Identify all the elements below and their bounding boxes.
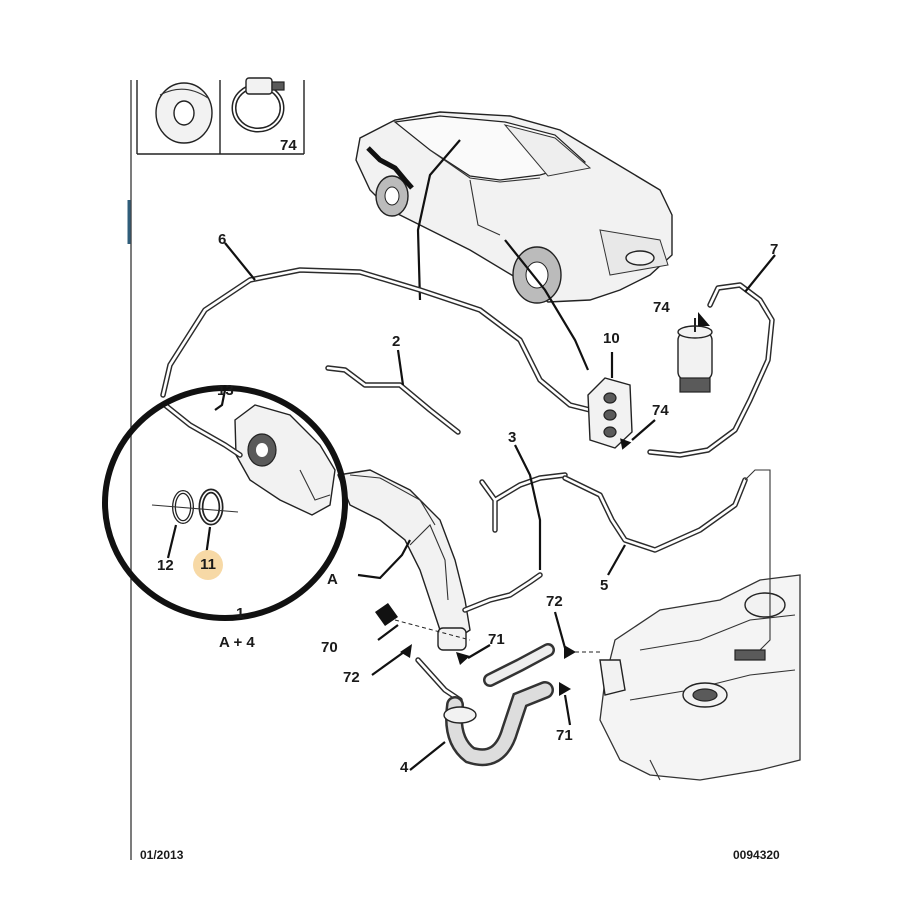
footer-date: 01/2013 [140, 848, 184, 862]
inset-boxes [136, 80, 305, 155]
filler-cap-assembly [162, 389, 336, 516]
callout-72-top: 72 [546, 593, 563, 610]
hose-clamp-icon [231, 77, 285, 133]
pipe-2 [325, 349, 461, 435]
callout-3: 3 [508, 429, 517, 446]
callout-10: 10 [603, 330, 620, 347]
pipe-6 [160, 242, 593, 413]
car-leader-right [504, 239, 590, 371]
callout-74-inset: 74 [280, 137, 297, 154]
car-illustration [355, 111, 673, 304]
callout-74-valve: 74 [652, 402, 669, 419]
marker-70 [375, 603, 399, 641]
seal-axis-line [151, 504, 239, 513]
callout-71-top: 71 [488, 631, 505, 648]
seal-12 [166, 490, 194, 559]
callout-2: 2 [392, 333, 401, 350]
filler-neck-1 [337, 469, 543, 651]
purge-valve-10 [587, 352, 656, 450]
grommet-icon [155, 82, 213, 144]
pipe-5 [562, 475, 748, 576]
callout-4: 4 [400, 759, 409, 776]
arrow-markers [371, 611, 600, 726]
callout-7: 7 [770, 241, 779, 258]
callout-72-left: 72 [343, 669, 360, 686]
callout-5: 5 [600, 577, 609, 594]
callout-70: 70 [321, 639, 338, 656]
detail-circle [102, 385, 348, 621]
pipe-7 [647, 254, 776, 458]
callout-71-bottom: 71 [556, 727, 573, 744]
footer-reference: 0094320 [733, 848, 780, 862]
callout-12: 12 [157, 557, 174, 574]
callout-11: 11 [193, 550, 223, 580]
callout-1: 1 [236, 605, 245, 622]
callout-13: 13 [217, 382, 234, 399]
callout-6: 6 [218, 231, 227, 248]
fuel-filter [677, 312, 713, 393]
seal-11 [198, 488, 224, 557]
car-leader-left [416, 139, 461, 301]
hose-4 [409, 643, 555, 771]
callout-A: A [327, 571, 338, 588]
fuel-tank [599, 469, 801, 781]
callout-74-filter: 74 [653, 299, 670, 316]
pipe-3 [479, 444, 568, 570]
callout-a4: A + 4 [219, 634, 255, 651]
